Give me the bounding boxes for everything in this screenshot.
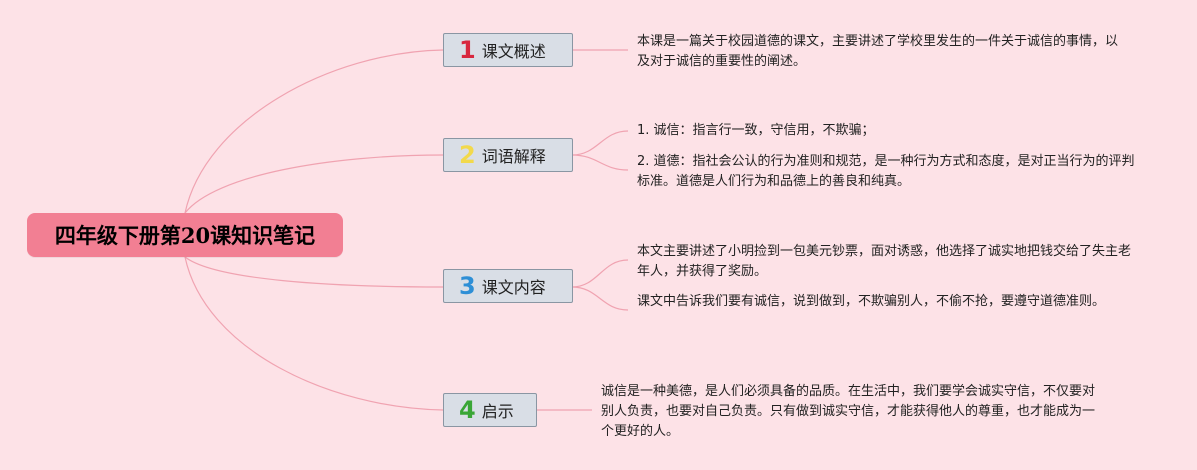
connector-branch-3-leaf-2 bbox=[571, 286, 629, 311]
connector-central-to-branch-4 bbox=[184, 256, 444, 411]
branch-node-1[interactable]: 1 课文概述 bbox=[443, 33, 573, 67]
branch-node-2[interactable]: 2 词语解释 bbox=[443, 138, 573, 172]
branch-label: 启示 bbox=[481, 402, 514, 421]
central-topic[interactable]: 四年级下册第20课知识笔记 bbox=[27, 213, 343, 257]
branch-3-leaf-2: 课文中告诉我们要有诚信，说到做到，不欺骗别人，不偷不抢，要遵守道德准则。 bbox=[637, 294, 1106, 309]
connector-central-to-branch-1 bbox=[184, 49, 444, 214]
connector-branch-3-leaf-1 bbox=[571, 259, 629, 288]
number-3-icon: 3 bbox=[459, 272, 476, 300]
connector-central-to-branch-3 bbox=[184, 256, 444, 288]
number-4-icon: 4 bbox=[459, 396, 476, 424]
branch-label: 课文内容 bbox=[481, 278, 546, 297]
number-1-icon: 1 bbox=[459, 36, 476, 64]
branch-3-leaf-1: 本文主要讲述了小明捡到一包美元钞票，面对诱惑，他选择了诚实地把钱交给了失主老年人… bbox=[637, 244, 1132, 279]
connector-central-to-branch-2 bbox=[184, 154, 444, 214]
branch-1-leaf-1: 本课是一篇关于校园道德的课文，主要讲述了学校里发生的一件关于诚信的事情，以及对于… bbox=[637, 34, 1119, 69]
branch-2-leaf-2: 2. 道德：指社会公认的行为准则和规范，是一种行为方式和态度，是对正当行为的评判… bbox=[637, 154, 1135, 189]
connector-branch-2-leaf-1 bbox=[571, 130, 629, 156]
connector-branch-2-leaf-2 bbox=[571, 154, 629, 171]
central-topic-label: 四年级下册第20课知识笔记 bbox=[54, 223, 316, 248]
branch-node-4[interactable]: 4 启示 bbox=[443, 393, 537, 427]
branch-4-leaf-1: 诚信是一种美德，是人们必须具备的品质。在生活中，我们要学会诚实守信，不仅要对别人… bbox=[601, 384, 1096, 439]
branch-label: 词语解释 bbox=[481, 147, 546, 166]
number-2-icon: 2 bbox=[459, 141, 476, 169]
branch-2-leaf-1: 1. 诚信：指言行一致，守信用，不欺骗； bbox=[637, 123, 875, 138]
branch-label: 课文概述 bbox=[481, 42, 546, 61]
branch-node-3[interactable]: 3 课文内容 bbox=[443, 269, 573, 303]
